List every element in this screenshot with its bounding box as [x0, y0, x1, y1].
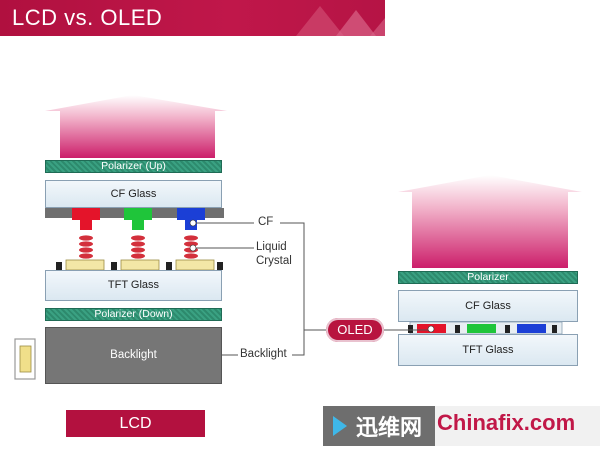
lcd-polarizer-up: Polarizer (Up)	[45, 160, 222, 173]
watermark-background	[323, 406, 600, 446]
watermark-en: Chinafix.com	[437, 410, 576, 435]
oled-light-arrow	[398, 175, 582, 268]
lcd-footer-label: LCD	[66, 410, 205, 437]
lcd-light-arrow	[45, 95, 227, 158]
oled-tft-glass: TFT Glass	[398, 334, 578, 366]
watermark-cn: 迅维网	[356, 415, 423, 440]
cf-green-filter	[124, 208, 152, 220]
tft-pads	[56, 259, 223, 271]
callout-backlight: Backlight	[240, 348, 287, 360]
oled-cf-glass: CF Glass	[398, 290, 578, 322]
title-decoration	[296, 6, 385, 36]
cf-blue-filter	[177, 208, 205, 220]
oled-green-pixel	[467, 324, 496, 333]
oled-blue-pixel	[517, 324, 546, 333]
page-title: LCD vs. OLED	[12, 5, 163, 30]
cf-red-filter	[72, 208, 100, 220]
watermark-logo-icon	[333, 416, 347, 436]
oled-badge: OLED	[326, 318, 384, 342]
oled-polarizer: Polarizer	[398, 271, 578, 284]
callout-liquid: Liquid	[256, 241, 287, 253]
liquid-crystal-coils	[79, 235, 198, 259]
lcd-polarizer-down: Polarizer (Down)	[45, 308, 222, 321]
lcd-cf-glass: CF Glass	[45, 180, 222, 208]
callout-crystal: Crystal	[256, 255, 292, 267]
lcd-backlight: Backlight	[45, 327, 222, 384]
callout-cf: CF	[258, 216, 274, 228]
lcd-tft-glass: TFT Glass	[45, 270, 222, 301]
